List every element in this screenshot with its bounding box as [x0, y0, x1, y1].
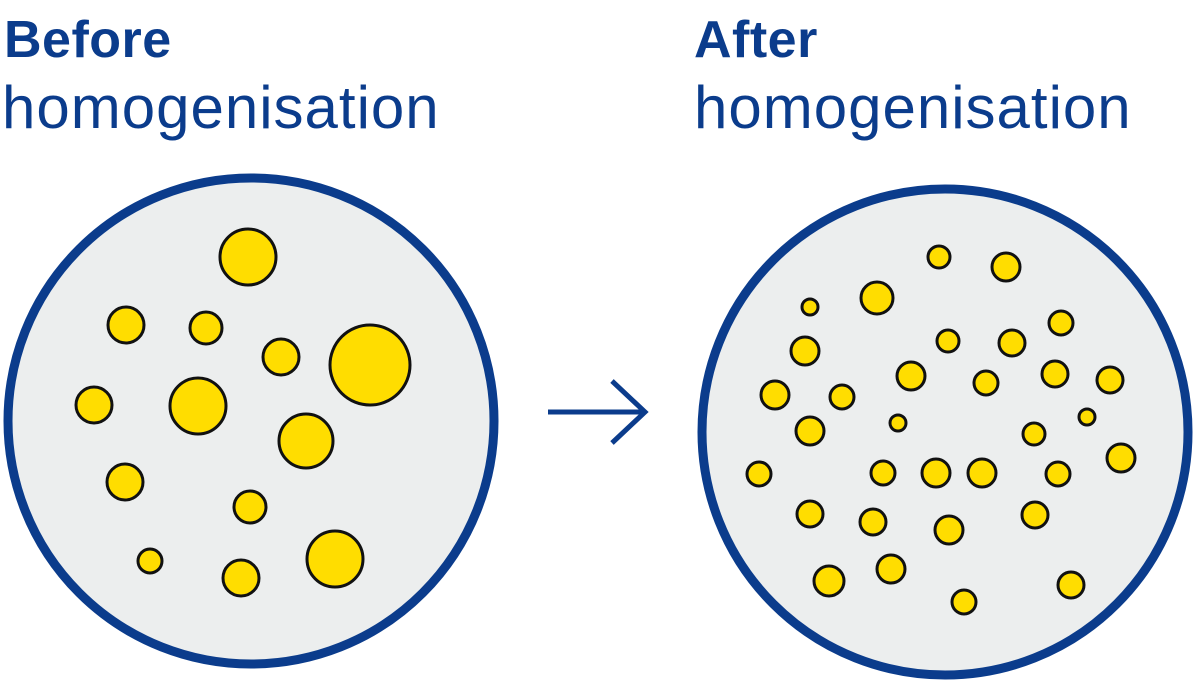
fat-globule [875, 553, 907, 585]
fat-globule [74, 385, 114, 425]
fat-globule [1040, 359, 1070, 389]
fat-globule [935, 328, 961, 354]
fat-globule [858, 507, 888, 537]
before-title: Before [4, 11, 172, 69]
fat-globule [1021, 421, 1047, 447]
fat-globule [828, 383, 856, 411]
fat-globule [1047, 309, 1075, 337]
arrow-right-icon [548, 379, 649, 445]
fat-globule [926, 244, 952, 270]
fat-globule [221, 558, 261, 598]
fat-globule [1095, 365, 1125, 395]
fat-globule [795, 499, 825, 529]
fat-globule [136, 547, 164, 575]
fat-globule [168, 376, 228, 436]
fat-globule [950, 588, 978, 616]
fat-globule [232, 489, 268, 525]
before-fat-globules [74, 227, 412, 598]
fat-globule [812, 564, 846, 598]
fat-globule [759, 379, 791, 411]
fat-globule [305, 529, 365, 589]
fat-globule [869, 459, 897, 487]
after-fat-globules [745, 244, 1137, 616]
before-milk-sample [3, 173, 499, 669]
after-subtitle: homogenisation [694, 74, 1132, 141]
fat-globule [794, 415, 826, 447]
fat-globule [105, 462, 145, 502]
fat-globule [106, 305, 146, 345]
fat-globule [261, 337, 301, 377]
fat-globule [745, 460, 773, 488]
fat-globule [966, 457, 998, 489]
before-subtitle: homogenisation [2, 74, 440, 141]
fat-globule [1020, 500, 1050, 530]
fat-globule [218, 227, 278, 287]
fat-globule [1044, 460, 1072, 488]
fat-globule [972, 369, 1000, 397]
fat-globule [990, 251, 1022, 283]
fat-globule [789, 335, 821, 367]
fat-globule [1056, 570, 1086, 600]
fat-globule [277, 412, 335, 470]
fat-globule [859, 280, 895, 316]
fat-globule [933, 514, 965, 546]
fat-globule [800, 297, 820, 317]
after-title: After [694, 11, 818, 69]
fat-globule [1105, 442, 1137, 474]
fat-globule [895, 360, 927, 392]
fat-globule [997, 328, 1027, 358]
fat-globule [188, 310, 224, 346]
fat-globule [888, 413, 908, 433]
fat-globule [328, 323, 412, 407]
after-milk-sample [697, 184, 1193, 680]
fat-globule [1077, 407, 1097, 427]
fat-globule [920, 457, 952, 489]
